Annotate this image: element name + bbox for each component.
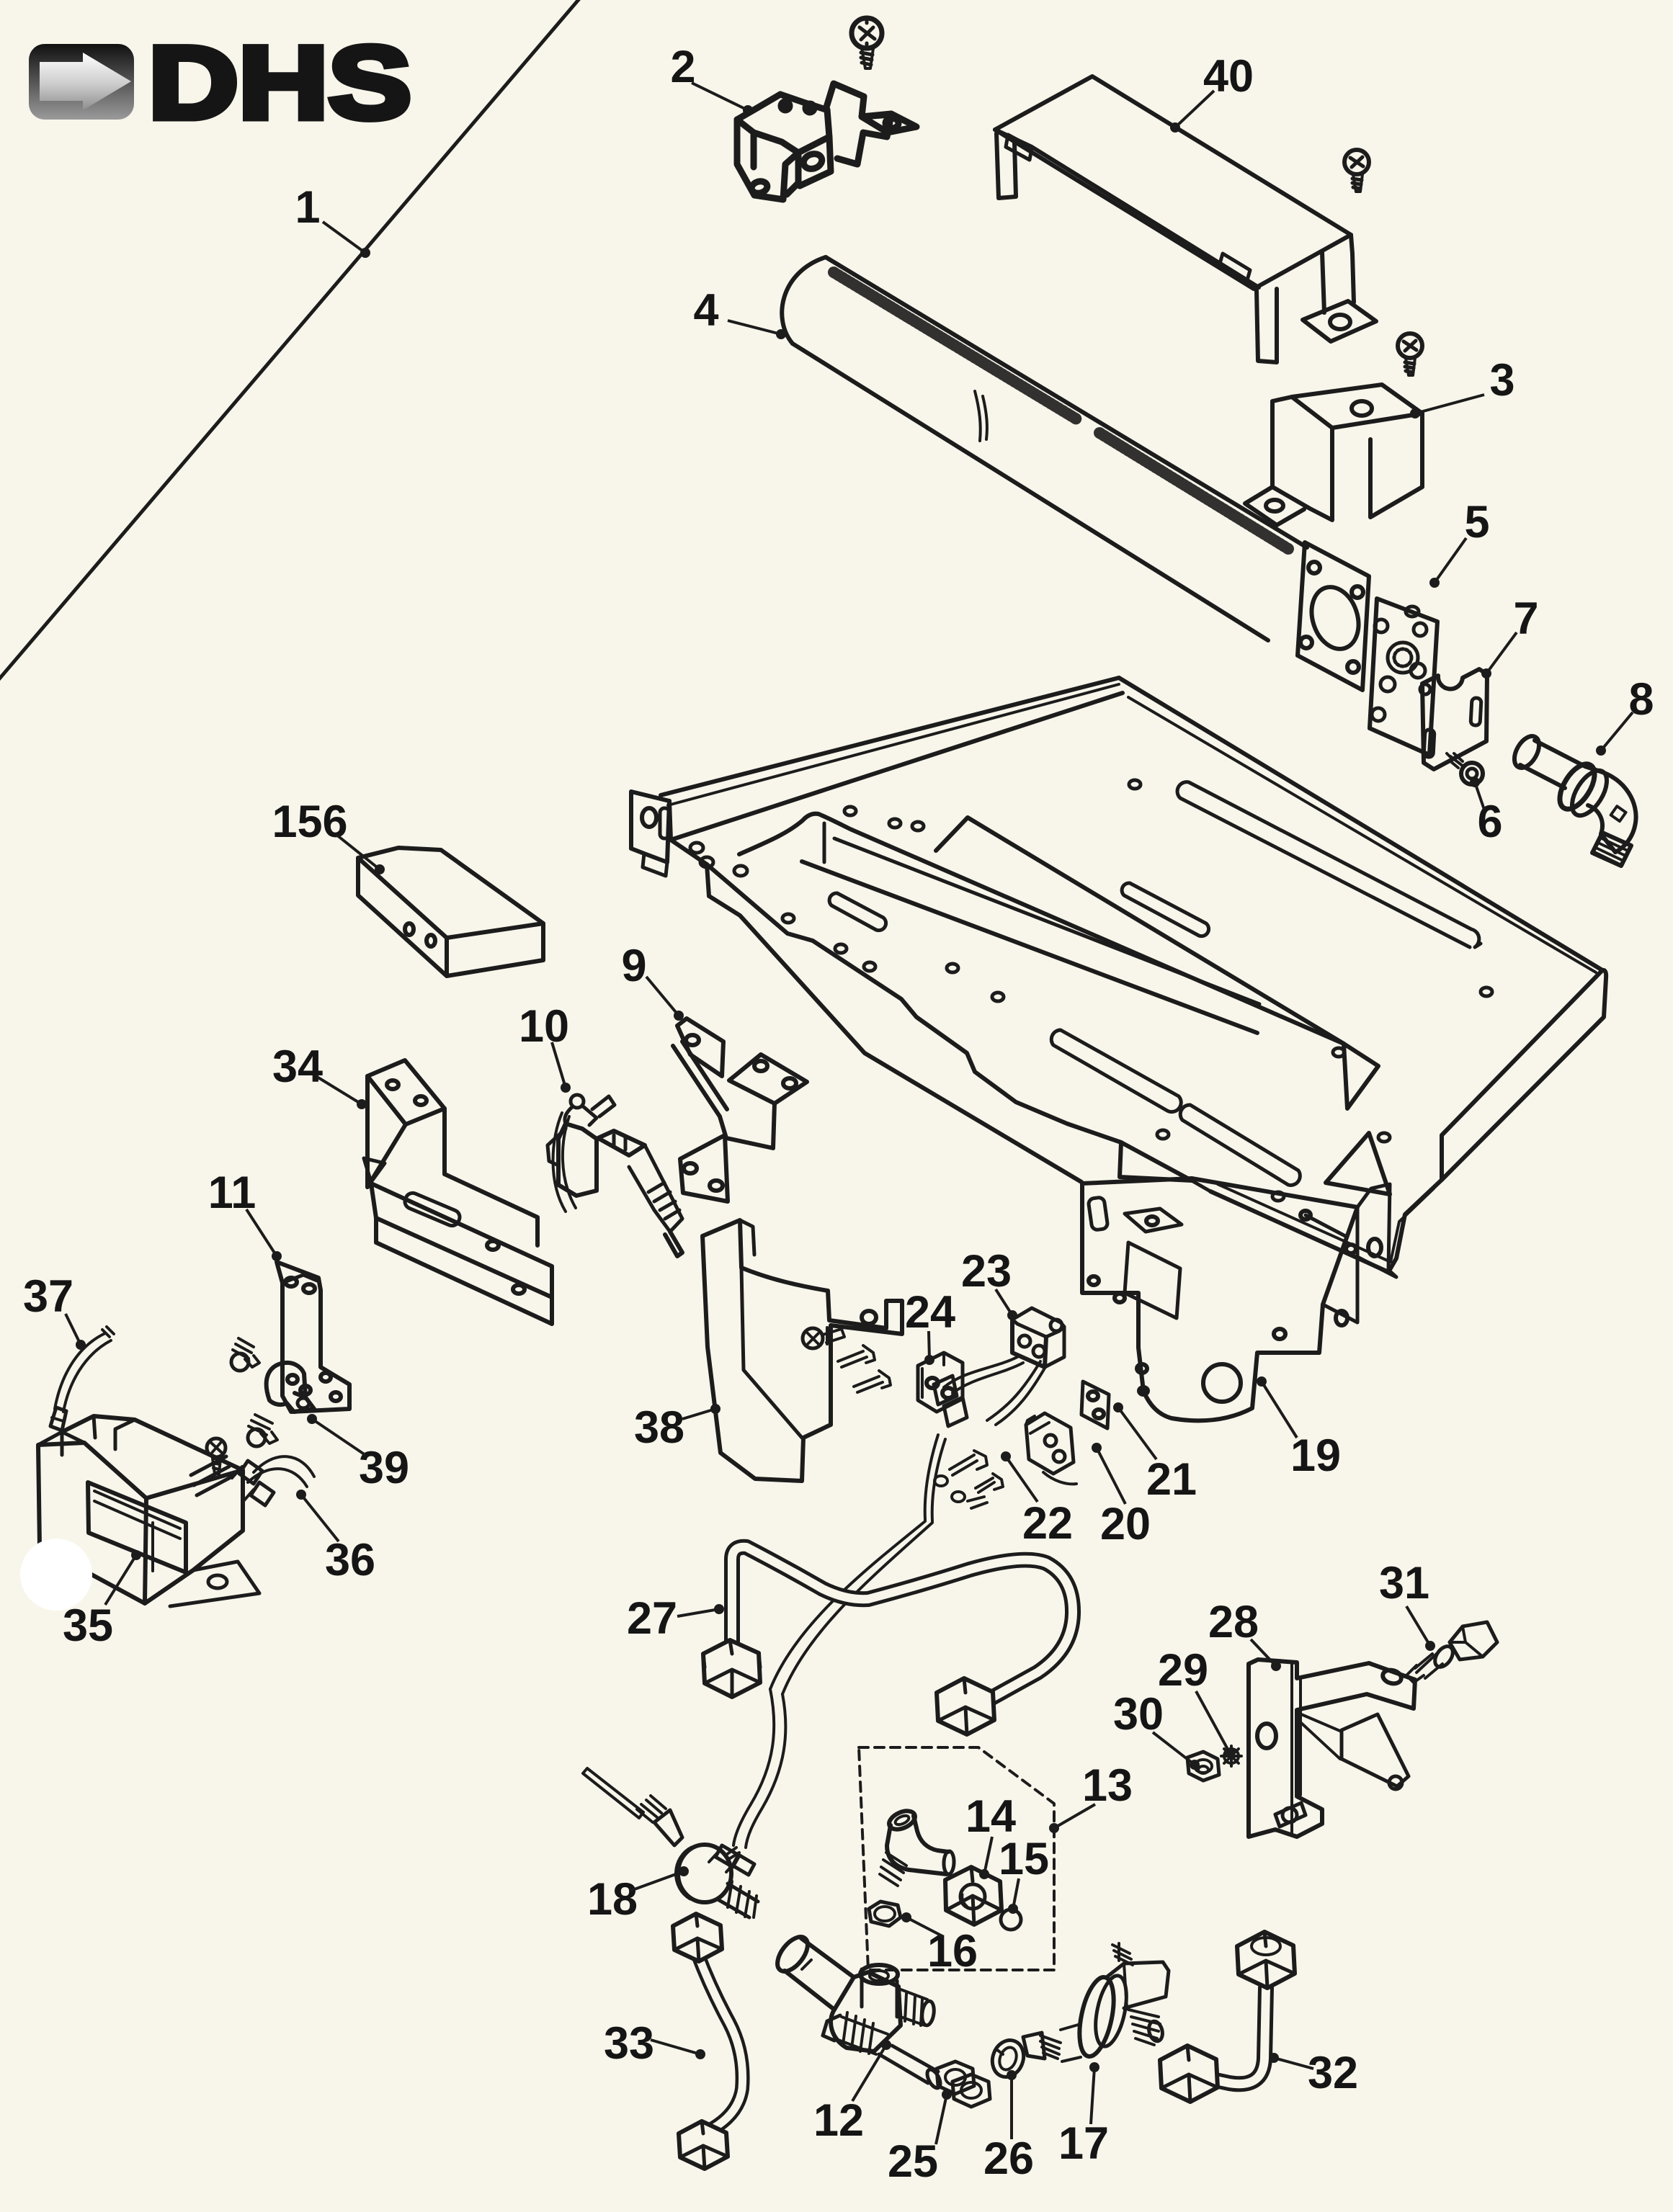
svg-text:25: 25 bbox=[888, 2136, 938, 2187]
svg-text:1: 1 bbox=[295, 182, 320, 233]
svg-text:19: 19 bbox=[1290, 1430, 1341, 1481]
svg-text:39: 39 bbox=[359, 1443, 409, 1493]
svg-text:7: 7 bbox=[1513, 594, 1538, 644]
svg-text:34: 34 bbox=[272, 1042, 323, 1092]
svg-text:12: 12 bbox=[813, 2095, 864, 2146]
svg-text:23: 23 bbox=[961, 1246, 1012, 1297]
svg-text:36: 36 bbox=[325, 1535, 375, 1585]
svg-text:30: 30 bbox=[1113, 1689, 1164, 1739]
svg-text:22: 22 bbox=[1022, 1498, 1073, 1549]
svg-text:4: 4 bbox=[693, 285, 718, 336]
svg-text:17: 17 bbox=[1058, 2118, 1109, 2169]
svg-text:16: 16 bbox=[927, 1926, 978, 1976]
svg-text:13: 13 bbox=[1082, 1760, 1133, 1811]
svg-text:29: 29 bbox=[1158, 1645, 1208, 1696]
svg-text:20: 20 bbox=[1100, 1499, 1151, 1549]
svg-text:9: 9 bbox=[621, 941, 646, 991]
svg-text:31: 31 bbox=[1379, 1558, 1429, 1608]
svg-text:10: 10 bbox=[519, 1001, 569, 1052]
svg-text:26: 26 bbox=[983, 2133, 1034, 2184]
svg-text:32: 32 bbox=[1308, 2048, 1358, 2098]
svg-text:33: 33 bbox=[604, 2018, 654, 2069]
svg-text:35: 35 bbox=[63, 1600, 113, 1651]
svg-text:38: 38 bbox=[634, 1402, 684, 1453]
svg-text:21: 21 bbox=[1146, 1454, 1197, 1505]
svg-text:14: 14 bbox=[965, 1791, 1016, 1842]
svg-text:28: 28 bbox=[1208, 1597, 1259, 1647]
svg-text:156: 156 bbox=[272, 797, 347, 847]
svg-text:18: 18 bbox=[587, 1874, 638, 1925]
svg-text:2: 2 bbox=[670, 42, 695, 92]
svg-text:27: 27 bbox=[627, 1593, 677, 1644]
svg-text:37: 37 bbox=[23, 1271, 73, 1322]
svg-text:DHS: DHS bbox=[148, 26, 411, 140]
svg-text:24: 24 bbox=[905, 1287, 955, 1338]
svg-text:8: 8 bbox=[1628, 674, 1654, 725]
svg-text:5: 5 bbox=[1464, 497, 1489, 547]
svg-text:3: 3 bbox=[1489, 355, 1514, 406]
svg-text:15: 15 bbox=[999, 1834, 1049, 1884]
